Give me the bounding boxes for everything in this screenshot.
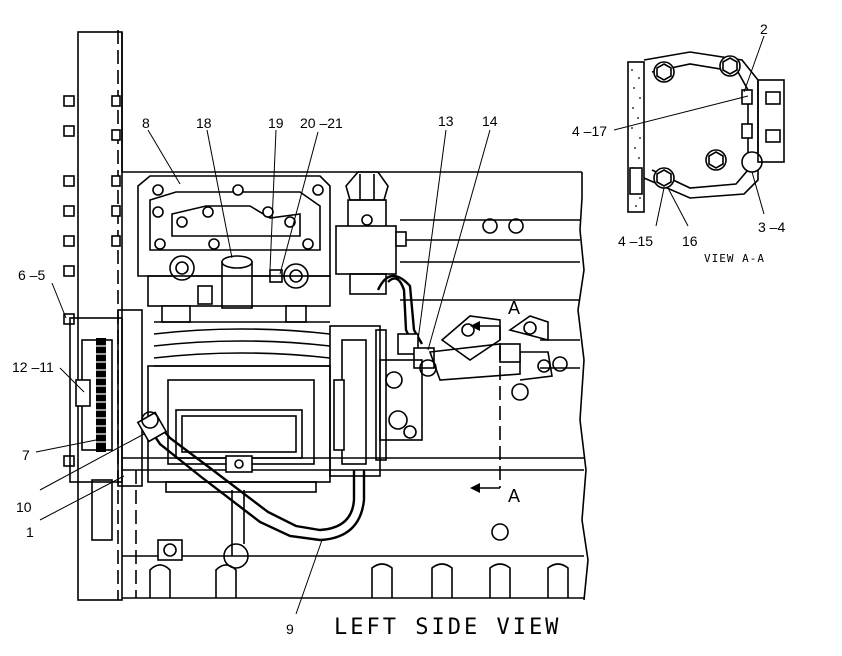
- callout-10: 10: [16, 499, 32, 515]
- callout-13: 13: [438, 113, 454, 129]
- mounting-bracket: [379, 315, 553, 441]
- callout-1: 1: [26, 524, 34, 540]
- section-mark-top: A: [508, 298, 520, 318]
- callout-6-5: 6 –5: [18, 267, 45, 283]
- main-view-title: LEFT SIDE VIEW: [334, 615, 561, 640]
- callout-2: 2: [760, 21, 768, 37]
- detail-view-a-a: [627, 51, 785, 213]
- callout-7: 7: [22, 447, 30, 463]
- callout-8: 8: [142, 115, 150, 131]
- callout-19: 19: [268, 115, 284, 131]
- callout-12-11: 12 –11: [12, 359, 54, 375]
- hose-lines: [136, 274, 437, 542]
- callout-14: 14: [482, 113, 498, 129]
- air-compressor: [137, 175, 387, 493]
- housing-bolts: [63, 95, 121, 467]
- callout-20-21: 20 –21: [300, 115, 343, 131]
- section-mark-bottom: A: [508, 486, 520, 506]
- drive-gear: [69, 309, 143, 487]
- callout-3-4: 3 –4: [758, 219, 785, 235]
- leader-lines: [35, 35, 765, 615]
- callout-4-15: 4 –15: [618, 233, 653, 249]
- governor-assembly: [335, 171, 407, 295]
- detail-view-title: VIEW A-A: [704, 252, 765, 265]
- callout-16: 16: [682, 233, 698, 249]
- callout-9: 9: [286, 621, 294, 637]
- callout-18: 18: [196, 115, 212, 131]
- section-cut-line: [470, 321, 501, 493]
- callout-labels: 8 18 19 20 –21 13 14 6 –5 12 –11 7 10 1 …: [12, 21, 785, 637]
- callout-4-17: 4 –17: [572, 123, 607, 139]
